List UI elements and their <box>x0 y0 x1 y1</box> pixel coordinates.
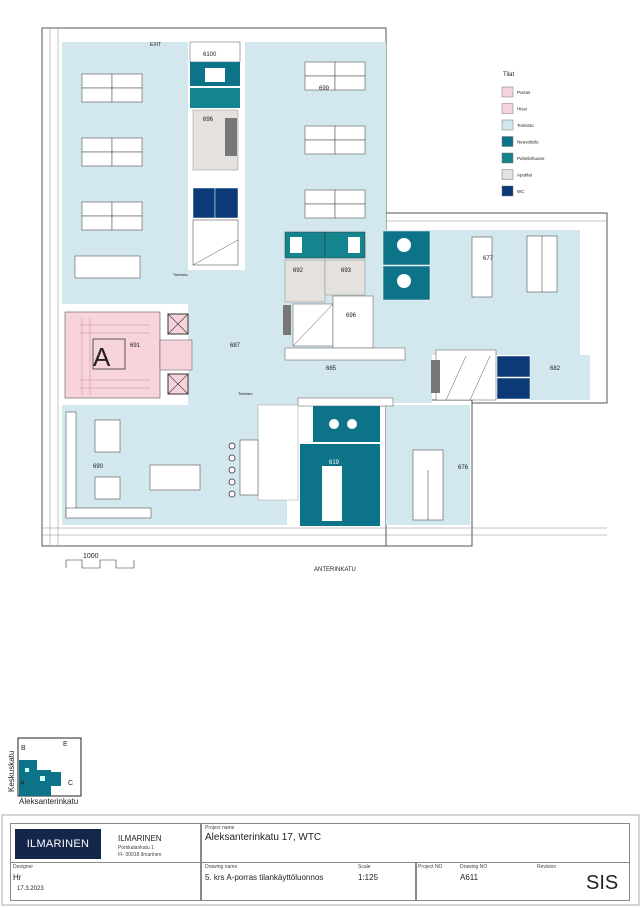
project-no-label: Project NO <box>418 864 443 870</box>
designer-label: Designer <box>13 864 34 870</box>
key-corner-a: A <box>20 780 25 787</box>
room-label: 6100 <box>203 52 217 58</box>
key-corner-c: C <box>68 780 73 787</box>
windows <box>42 28 607 545</box>
date: 17.3.2023 <box>17 886 44 892</box>
room-label: 692 <box>293 268 304 274</box>
legend-swatch <box>501 103 514 114</box>
drawing-name-label: Drawing name <box>205 864 238 870</box>
legend-swatches <box>501 86 514 197</box>
legend-label: Porras <box>517 90 531 95</box>
company-name: ILMARINEN <box>118 834 162 843</box>
company-logo: ILMARINEN <box>15 829 101 859</box>
legend-label: Hissi <box>517 107 527 112</box>
wc-room <box>192 187 216 219</box>
core-rooms <box>64 41 531 526</box>
legend-swatch <box>501 136 514 147</box>
room-label: 682 <box>550 366 561 372</box>
street-label: ANTERINKATU <box>314 567 356 573</box>
furniture <box>65 61 558 521</box>
room-label: 699 <box>319 86 330 92</box>
key-corner-e: E <box>63 741 68 748</box>
legend-title: Tilat <box>503 72 514 78</box>
shaft <box>192 219 239 266</box>
legend-label: Toimisto <box>517 123 534 128</box>
room-label: 687 <box>230 343 241 349</box>
room-label: 696 <box>346 313 357 319</box>
key-plan <box>17 737 82 797</box>
address-line: Porkkalankatu 1 <box>118 845 154 851</box>
drawing-name: 5. krs A-porras tilankäyttöluonnos <box>205 873 324 882</box>
project-name-label: Project name <box>205 825 235 831</box>
room-label: 677 <box>483 256 494 262</box>
scale-bar <box>65 559 135 569</box>
key-street-bottom: Aleksanterinkatu <box>19 797 78 806</box>
key-corner-b: B <box>21 745 26 752</box>
scale-label: Scale <box>358 864 371 870</box>
room-label: 696 <box>203 117 214 123</box>
room-label: 676 <box>458 465 469 471</box>
legend-swatch <box>501 185 514 197</box>
designer: Hr <box>13 873 22 882</box>
room-label: Toimisto <box>238 391 253 396</box>
legend-swatch <box>501 152 514 164</box>
legend-label: Puhelinhuone <box>517 156 545 161</box>
stair-letter: A <box>93 342 111 372</box>
drawing-no: A611 <box>460 873 479 882</box>
legend-swatch <box>501 86 514 98</box>
room-label: 690 <box>93 464 104 470</box>
stamp: SIS <box>586 872 619 894</box>
key-street-side: Keskuskatu <box>7 751 16 792</box>
wc-room <box>214 187 239 219</box>
exit-label: EXIT <box>150 42 161 48</box>
phone-room <box>190 88 240 108</box>
legend-swatch <box>501 119 514 131</box>
room-label: 691 <box>130 343 141 349</box>
scale-bar-label: 1000 <box>83 553 99 560</box>
room-label: 693 <box>341 268 352 274</box>
room-label: Toimisto <box>173 272 188 277</box>
legend-label: Aputilat <box>517 173 533 178</box>
address-line: FI- 00018 Ilmarinen <box>118 852 162 858</box>
drawing-no-label: Drawing NO <box>460 864 488 870</box>
legend-swatch <box>501 169 514 180</box>
room-label: 619 <box>329 460 340 466</box>
legend-label: Neuvottelu <box>517 140 539 145</box>
room-label: 685 <box>326 366 337 372</box>
scale: 1:125 <box>358 873 379 882</box>
revision-label: Revision <box>537 864 557 870</box>
legend-label: WC <box>517 189 525 194</box>
project-name: Aleksanterinkatu 17, WTC <box>205 832 322 843</box>
